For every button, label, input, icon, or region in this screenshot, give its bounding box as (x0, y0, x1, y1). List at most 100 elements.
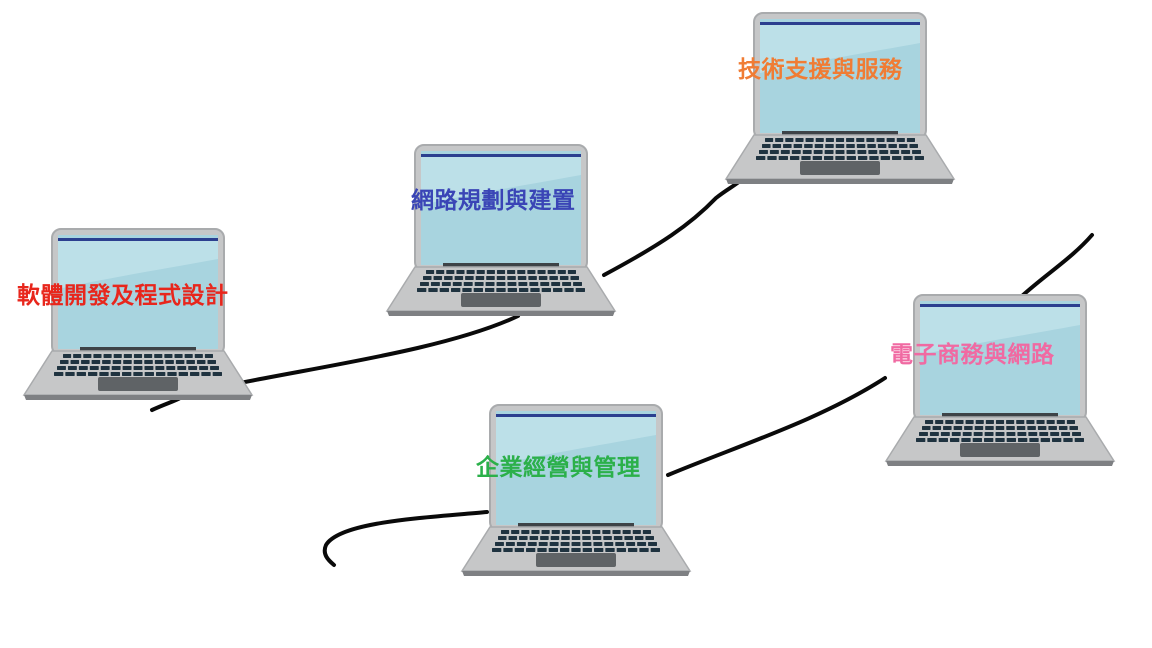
keyboard-key (505, 542, 515, 546)
keyboard-key (974, 426, 984, 430)
keyboard-row (420, 282, 582, 286)
keyboard-key (846, 150, 856, 154)
keyboard-key (575, 288, 585, 292)
keyboard-row (759, 150, 921, 154)
keyboard-key (496, 282, 506, 286)
keyboard-key (530, 288, 540, 292)
keyboard-key (551, 530, 560, 534)
keyboard-key (886, 138, 895, 142)
keyboard-key (93, 354, 102, 358)
laptop-screen-topbar (920, 304, 1080, 307)
keyboard-key (783, 144, 792, 148)
keyboard-key (876, 138, 885, 142)
keyboard-key (112, 360, 122, 364)
keyboard-key (898, 144, 908, 148)
keyboard-key (785, 138, 794, 142)
keyboard-row (922, 426, 1078, 430)
keyboard-key (439, 288, 449, 292)
label-support: 技術支援與服務 (738, 57, 903, 83)
keyboard-key (1066, 420, 1075, 424)
keyboard-key (815, 138, 824, 142)
keyboard-key (1029, 438, 1039, 442)
keyboard-key (951, 432, 961, 436)
keyboard-key (166, 366, 176, 370)
keyboard-key (156, 372, 166, 376)
keyboard-key (111, 366, 121, 370)
keyboard-key (804, 144, 813, 148)
keyboard-key (417, 288, 427, 292)
keyboard-key (613, 536, 623, 540)
label-software: 軟體開發及程式設計 (17, 283, 229, 309)
keyboard-key (912, 150, 921, 154)
keyboard-key (60, 360, 69, 364)
keyboard-key (560, 542, 570, 546)
keyboard-key (927, 438, 937, 442)
keyboard-key (133, 366, 143, 370)
keyboard-key (78, 366, 88, 370)
keyboard-key (174, 354, 183, 358)
keyboard-key (772, 144, 782, 148)
keyboard-key (549, 276, 558, 280)
keyboard-key (901, 150, 911, 154)
keyboard-key (1016, 420, 1025, 424)
keyboard-key (813, 150, 823, 154)
keyboard-key (452, 282, 462, 286)
keyboard-key (877, 144, 887, 148)
keyboard-key (207, 360, 216, 364)
keyboard-key (1006, 426, 1015, 430)
keyboard-row (925, 420, 1075, 424)
laptop-touchpad (461, 293, 541, 307)
keyboard-key (511, 530, 520, 534)
keyboard-key (496, 288, 506, 292)
keyboard-key (935, 420, 944, 424)
keyboard-key (582, 530, 591, 534)
laptop-icon (884, 294, 1116, 466)
keyboard-row (756, 156, 924, 160)
keyboard-key (519, 536, 528, 540)
keyboard-key (110, 372, 120, 376)
keyboard-key (906, 138, 915, 142)
keyboard-key (943, 426, 952, 430)
keyboard-key (571, 536, 581, 540)
keyboard-row (762, 144, 918, 148)
keyboard-key (945, 420, 954, 424)
keyboard-key (462, 288, 472, 292)
keyboard-key (1052, 438, 1062, 442)
keyboard-key (835, 138, 845, 142)
keyboard-key (529, 282, 539, 286)
keyboard-key (103, 354, 112, 358)
cable-software-to-network (238, 314, 520, 385)
keyboard-key (57, 366, 66, 370)
keyboard-key (451, 288, 461, 292)
keyboard-key (767, 156, 777, 160)
laptop-software (22, 228, 254, 407)
laptop-screen-glare (58, 241, 218, 289)
cable-ecommerce-tail (1020, 233, 1094, 298)
keyboard-key (769, 150, 779, 154)
keyboard-key (869, 156, 879, 160)
keyboard-key (190, 372, 200, 376)
keyboard-key (648, 542, 657, 546)
keyboard-key (517, 270, 526, 274)
keyboard-key (501, 530, 510, 534)
keyboard-key (495, 542, 504, 546)
keyboard-row (916, 438, 1084, 442)
keyboard-key (507, 282, 517, 286)
keyboard-key (1017, 432, 1027, 436)
laptop-hinge (518, 523, 634, 529)
keyboard-key (602, 530, 611, 534)
keyboard-key (858, 156, 868, 160)
keyboard-key (582, 536, 591, 540)
keyboard-key (76, 372, 86, 376)
keyboard-key (964, 426, 973, 430)
keyboard-row (919, 432, 1081, 436)
keyboard-key (759, 150, 768, 154)
keyboard-key (866, 138, 875, 142)
keyboard-row (54, 372, 222, 376)
laptop-hinge (80, 347, 196, 353)
keyboard-key (1037, 426, 1047, 430)
keyboard-key (916, 438, 926, 442)
laptop-hinge (443, 263, 559, 269)
keyboard-key (846, 156, 856, 160)
